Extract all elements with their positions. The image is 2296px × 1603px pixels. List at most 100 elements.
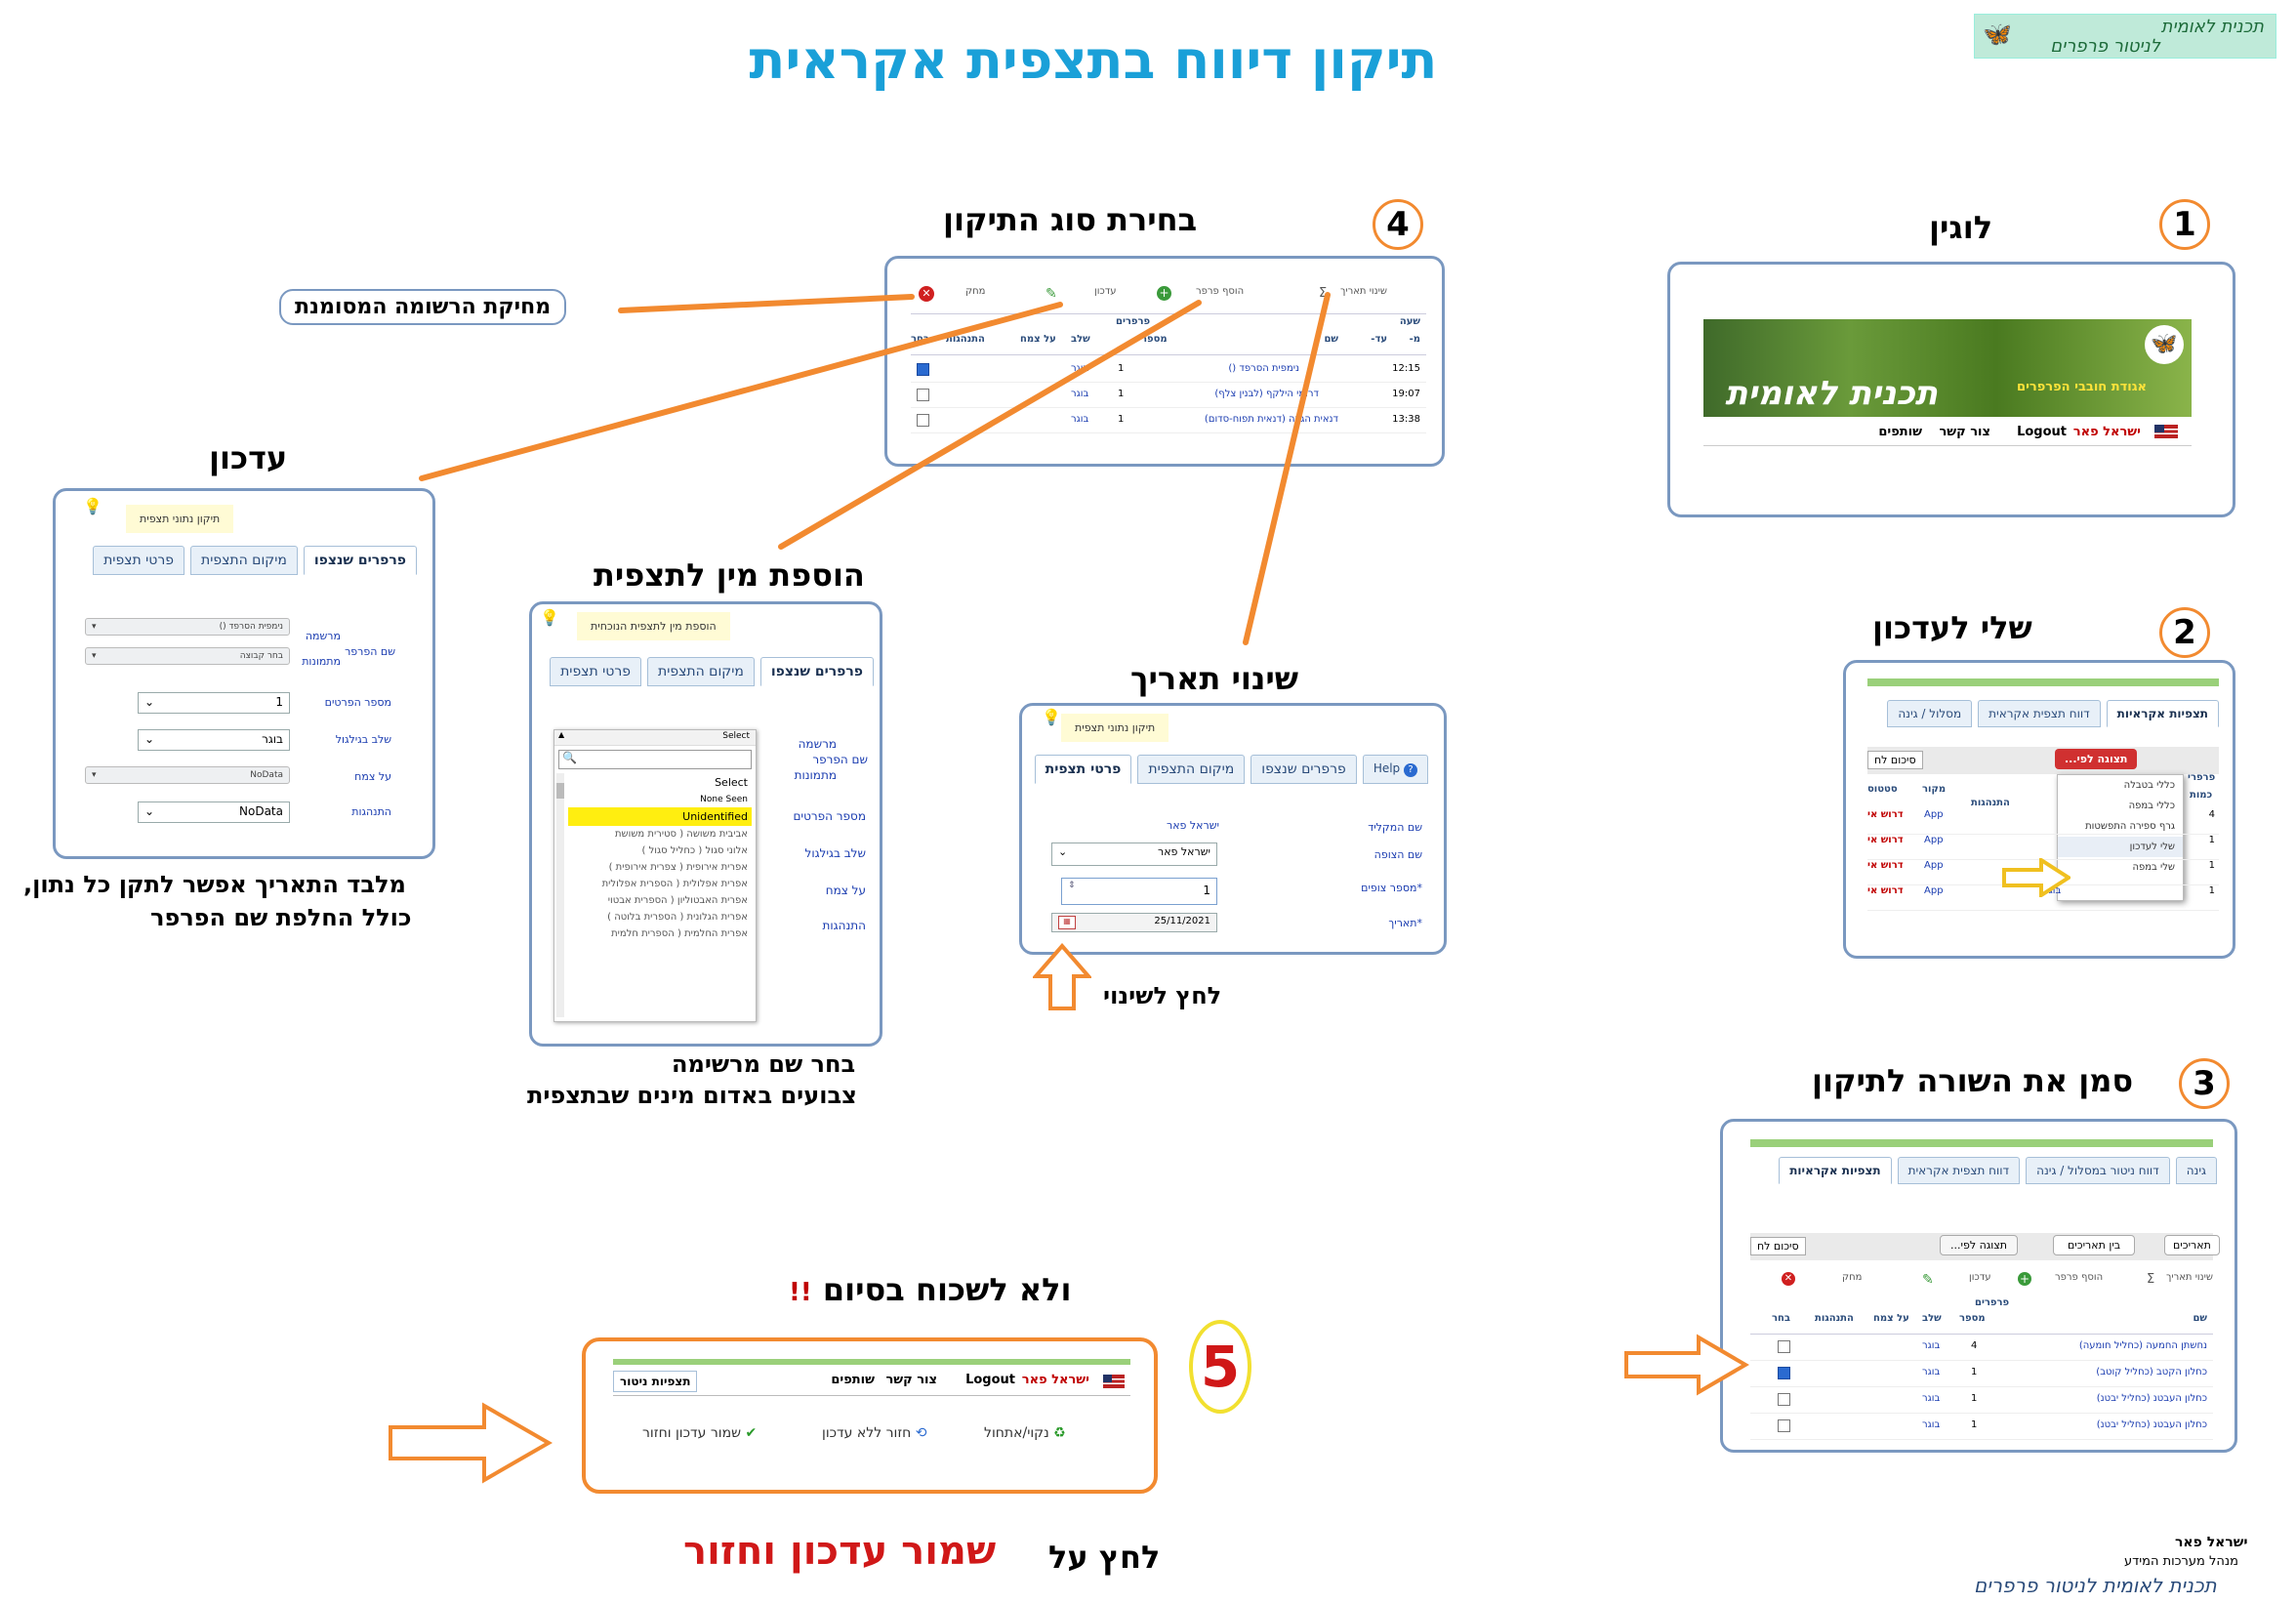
contact-link[interactable]: צור קשר bbox=[1939, 425, 1990, 439]
menu-item-mine-to-update[interactable]: שלי לעדכון bbox=[2058, 837, 2183, 857]
observer-count-field[interactable]: ⇕1 bbox=[1061, 878, 1217, 905]
delete-icon[interactable]: ✕ bbox=[919, 286, 934, 302]
table-row-selected[interactable]: בוגר 1 נימפית הסרפד () 12:15 bbox=[911, 357, 1426, 383]
table-row[interactable]: בוגר 1 דרומי הילקף (לבנין צלף) 19:07 bbox=[911, 383, 1426, 408]
tab-details[interactable]: פרטי תצפית bbox=[1034, 755, 1132, 784]
flag-icon[interactable] bbox=[1103, 1375, 1125, 1388]
sort-button[interactable]: תצוגה לפי... bbox=[2055, 749, 2138, 769]
summary-button[interactable]: סיכום לח bbox=[1867, 751, 1923, 769]
sigma-icon[interactable]: Σ bbox=[1319, 286, 1328, 301]
tab-report-random[interactable]: דווח תצפית אקראית bbox=[1978, 700, 2101, 727]
change-date-label[interactable]: שינוי תאריך bbox=[2166, 1272, 2213, 1283]
menu-item[interactable]: כללי בטבלה bbox=[2123, 780, 2175, 791]
contact-link[interactable]: צור קשר bbox=[885, 1373, 937, 1387]
delete-icon[interactable]: ✕ bbox=[1782, 1272, 1795, 1286]
row-checkbox[interactable] bbox=[1778, 1340, 1790, 1353]
tab-route-report[interactable]: דווח ניטור במסלול / גינה bbox=[2026, 1157, 2170, 1184]
table-row[interactable]: בוגר 1 כחלון העבטנ (כחליל יבטנ) bbox=[1750, 1414, 2213, 1440]
tab-butterflies-seen[interactable]: פרפרים שנצפו bbox=[303, 546, 417, 575]
row-checkbox[interactable] bbox=[917, 414, 929, 427]
table-row[interactable]: בוגר 1 כחלון העבטנ (כחליל יבטנ) bbox=[1750, 1387, 2213, 1414]
add-icon[interactable]: + bbox=[2018, 1272, 2031, 1286]
tab-location[interactable]: מיקום התצפית bbox=[647, 657, 755, 686]
flag-icon[interactable] bbox=[2154, 425, 2178, 438]
tab-butterflies-seen[interactable]: פרפרים שנצפו bbox=[1250, 755, 1357, 784]
row-checkbox-checked[interactable] bbox=[1778, 1367, 1790, 1379]
calendar-icon[interactable]: ▦ bbox=[1058, 916, 1076, 929]
tab-location[interactable]: מיקום התצפית bbox=[190, 546, 298, 575]
tab-garden[interactable]: גינה bbox=[2175, 1157, 2217, 1184]
list-item-highlighted[interactable]: Unidentified bbox=[568, 807, 752, 826]
update-panel: 💡 תיקון נתוני תצפית פרפרים שנצפו מיקום ה… bbox=[53, 488, 435, 859]
add-butterfly-label[interactable]: הוסף פרפר bbox=[2055, 1272, 2104, 1283]
orange-arrow-icon bbox=[389, 1402, 553, 1484]
action-bar: ✔ שמור עדכון וחזור ⟲ חזור ללא עדכון ♻ נק… bbox=[613, 1421, 1130, 1451]
partners-link[interactable]: שותפים bbox=[831, 1373, 875, 1387]
return-without-update-button[interactable]: ⟲ חזור ללא עדכון bbox=[822, 1425, 927, 1441]
change-date-note: לחץ לשינוי bbox=[1103, 982, 1222, 1009]
observer-select[interactable]: ⌄ישראל פאר bbox=[1051, 843, 1217, 866]
tab-details[interactable]: פרטי תצפית bbox=[93, 546, 184, 575]
delete-label[interactable]: מחק bbox=[1842, 1272, 1863, 1283]
tab-report-random[interactable]: דווח תצפית אקראית bbox=[1897, 1157, 2021, 1184]
row-checkbox[interactable] bbox=[1778, 1393, 1790, 1406]
delete-label[interactable]: מחק bbox=[965, 286, 986, 297]
list-item[interactable]: None Seen bbox=[700, 795, 748, 804]
list-item[interactable]: אביבית משושה ( סטירית משושת bbox=[614, 829, 748, 840]
count-field[interactable]: ⌄1 bbox=[138, 692, 290, 714]
update-label[interactable]: עדכון bbox=[1969, 1272, 1991, 1283]
tab-butterflies-seen[interactable]: פרפרים שנצפו bbox=[759, 657, 874, 686]
list-item[interactable]: אפרית אפלולית ( הספרית אפלולית bbox=[601, 879, 748, 889]
list-item[interactable]: אלוני סגול ( כחליל סגול ) bbox=[641, 845, 749, 856]
tab-random-observations[interactable]: תצפיות אקראיות bbox=[1779, 1157, 1892, 1184]
table-row-selected[interactable]: בוגר 1 כחלון הקטב (כחליל קוטב) bbox=[1750, 1361, 2213, 1387]
stage-select[interactable]: ⌄בוגר bbox=[138, 729, 290, 751]
add-butterfly-label[interactable]: הוסף פרפר bbox=[1196, 286, 1245, 297]
date-range-button[interactable]: בין תאריכים bbox=[2053, 1235, 2136, 1255]
reset-button[interactable]: ♻ נקוי/אתחול bbox=[984, 1425, 1066, 1441]
logout-link[interactable]: Logout bbox=[2017, 425, 2067, 439]
tab-details[interactable]: פרטי תצפית bbox=[550, 657, 641, 686]
save-and-return-button[interactable]: ✔ שמור עדכון וחזור bbox=[642, 1425, 758, 1441]
date-field[interactable]: ▦25/11/2021 bbox=[1051, 913, 1217, 932]
menu-item[interactable]: כללי במפה bbox=[2128, 801, 2175, 811]
logout-link[interactable]: Logout bbox=[965, 1373, 1015, 1387]
tab-random-observations[interactable]: תצפיות אקראיות bbox=[2106, 700, 2219, 727]
row-checkbox[interactable] bbox=[1778, 1419, 1790, 1432]
menu-item[interactable]: גרף ספירה התפשטות bbox=[2085, 821, 2175, 832]
list-item[interactable]: אפרית הגלונית ( הספרית בלוטה ) bbox=[607, 912, 748, 923]
row-checkbox[interactable] bbox=[917, 389, 929, 401]
add-icon[interactable]: + bbox=[1157, 286, 1171, 301]
list-item[interactable]: אפרית האבטוליון ( הספרית אבטוי bbox=[607, 895, 748, 906]
behavior-select[interactable]: ⌄NoData bbox=[138, 802, 290, 823]
group-select[interactable]: בחר קבוצה▾ bbox=[85, 647, 290, 665]
list-item[interactable]: אפרית החלמית ( הספרית חלמית bbox=[611, 928, 748, 939]
dates-button[interactable]: תאריכים bbox=[2164, 1235, 2220, 1255]
partners-link[interactable]: שותפים bbox=[1878, 425, 1922, 439]
sigma-icon[interactable]: Σ bbox=[2147, 1272, 2155, 1287]
update-label[interactable]: עדכון bbox=[1094, 286, 1117, 297]
tab-help[interactable]: ? Help bbox=[1362, 755, 1428, 784]
table-row[interactable]: בוגר 1 דנאית הגרה (דנאית תפוח-סדום) 13:3… bbox=[911, 408, 1426, 433]
pencil-icon[interactable]: ✎ bbox=[1046, 286, 1057, 302]
row-checkbox-checked[interactable] bbox=[917, 363, 929, 376]
tab-monitoring[interactable]: תצפיות ניטור bbox=[613, 1371, 698, 1392]
summary-button[interactable]: סיכום לח bbox=[1750, 1237, 1806, 1255]
list-item[interactable]: Select bbox=[715, 776, 748, 789]
sort-button[interactable]: תצוגה לפי... bbox=[1940, 1235, 2019, 1255]
list-item[interactable]: אפרית אירופית ( צפרית אירופית ) bbox=[608, 862, 748, 873]
tab-location[interactable]: מיקום התצפית bbox=[1137, 755, 1246, 784]
change-date-label[interactable]: שינוי תאריך bbox=[1340, 286, 1387, 297]
species-select[interactable]: נימפית הסרפד ()▾ bbox=[85, 618, 290, 636]
select-title: Select bbox=[722, 731, 750, 741]
pencil-icon[interactable]: ✎ bbox=[1922, 1272, 1934, 1288]
search-input[interactable]: 🔍 bbox=[558, 750, 752, 769]
tab-route-garden[interactable]: מסלול / גינה bbox=[1887, 700, 1973, 727]
menu-item[interactable]: שלי במפה bbox=[2132, 862, 2175, 873]
table-row[interactable]: בוגר 4 נחשתן החמעה (כחליל חומעה) bbox=[1750, 1335, 2213, 1361]
species-dropdown[interactable]: Select▲ 🔍 Select None Seen Unidentified … bbox=[554, 729, 757, 1022]
plant-select[interactable]: NoData▾ bbox=[85, 766, 290, 784]
